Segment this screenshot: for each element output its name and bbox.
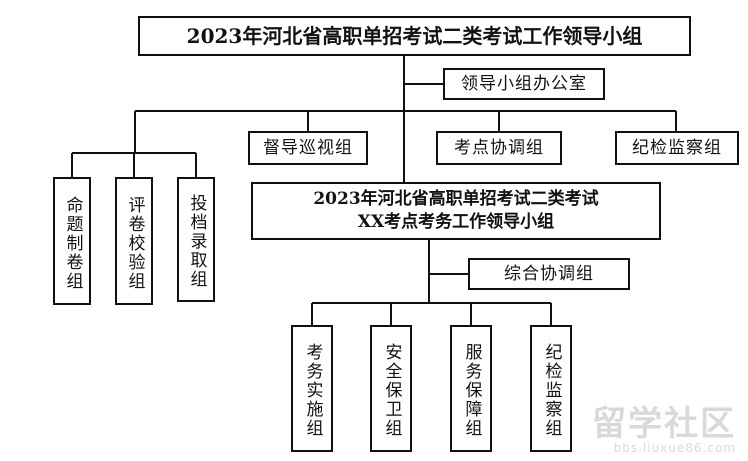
top-leadership-label: 2023年河北省高职单招考试二类考试工作领导小组 [186,24,643,48]
service-support-label: 服务保障组 [461,343,482,438]
discipline-inspection-lower-label: 纪检监察组 [541,343,562,438]
supervision-group: 督导巡视组 [248,131,368,165]
security-group: 安全保卫组 [370,325,412,452]
watermark-url: bbs.liuxue86.com [613,441,736,455]
exam-implementation-group: 考务实施组 [291,325,333,452]
admission-group: 投档录取组 [177,177,215,302]
supervision-group-label: 督导巡视组 [263,137,353,158]
grading-verification-group: 评卷校验组 [115,177,153,305]
discipline-inspection-upper-label: 纪检监察组 [632,137,722,158]
exam-site-leadership-line1: 2023年河北省高职单招考试二类考试 [313,189,599,210]
security-label: 安全保卫组 [381,343,402,438]
exam-site-coordination-label: 考点协调组 [454,137,544,158]
watermark-brand: 留学社区 [592,404,736,444]
admission-label: 投档录取组 [186,194,207,289]
exam-site-leadership-line2: XX考点考务工作领导小组 [357,212,555,232]
site-watermark: 留学社区 bbs.liuxue86.com [576,407,736,455]
service-support-group: 服务保障组 [450,325,492,452]
exam-site-coordination-group: 考点协调组 [436,131,562,165]
paper-setting-label: 命题制卷组 [62,195,83,291]
general-coordination-group: 综合协调组 [468,258,630,290]
top-leadership-group: 2023年河北省高职单招考试二类考试工作领导小组 [138,16,691,56]
discipline-inspection-group-lower: 纪检监察组 [530,325,572,452]
leadership-office: 领导小组办公室 [443,68,605,100]
exam-site-leadership-group: 2023年河北省高职单招考试二类考试 XX考点考务工作领导小组 [251,182,661,240]
paper-setting-group: 命题制卷组 [53,177,91,305]
discipline-inspection-group-upper: 纪检监察组 [615,131,739,165]
exam-implementation-label: 考务实施组 [302,343,323,438]
grading-verification-label: 评卷校验组 [124,195,145,291]
general-coordination-label: 综合协调组 [504,263,594,284]
leadership-office-label: 领导小组办公室 [461,73,587,94]
